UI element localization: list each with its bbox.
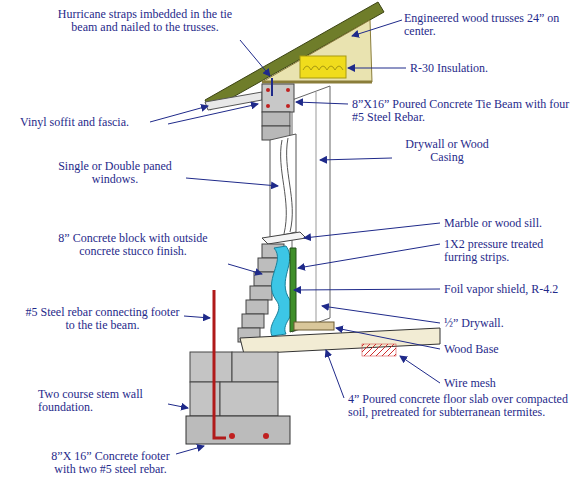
callout-label: Foil vapor shield, R-4.2 xyxy=(444,283,578,296)
callout-label: 1X2 pressure treated furring strips. xyxy=(444,238,574,264)
callout-label: ½” Drywall. xyxy=(444,317,574,330)
callout-label: 8”X 16” Concrete footer with two #5 stee… xyxy=(48,450,173,476)
callout-label: 8” Concrete block with outside concrete … xyxy=(38,232,228,258)
callout-label: Engineered wood trusses 24” on center. xyxy=(404,12,574,38)
callout-label: 4” Poured concrete floor slab over compa… xyxy=(348,393,576,419)
callout-label: Single or Double paned windows. xyxy=(40,160,190,186)
callout-label: Hurricane straps imbedded in the tie bea… xyxy=(45,8,245,34)
callout-label: Two course stem wall foundation. xyxy=(38,388,168,414)
callout-label: 8”X16” Poured Concrete Tie Beam with fou… xyxy=(352,98,572,124)
callout-label: Vinyl soffit and fascia. xyxy=(20,116,170,129)
callout-label: Wire mesh xyxy=(444,377,574,390)
callout-label: Drywall or Wood Casing xyxy=(392,138,502,164)
callout-label: R-30 Insulation. xyxy=(410,62,570,75)
callout-label: #5 Steel rebar connecting footer to the … xyxy=(20,306,185,332)
callout-label: Wood Base xyxy=(444,343,574,356)
callout-label: Marble or wood sill. xyxy=(444,217,574,230)
